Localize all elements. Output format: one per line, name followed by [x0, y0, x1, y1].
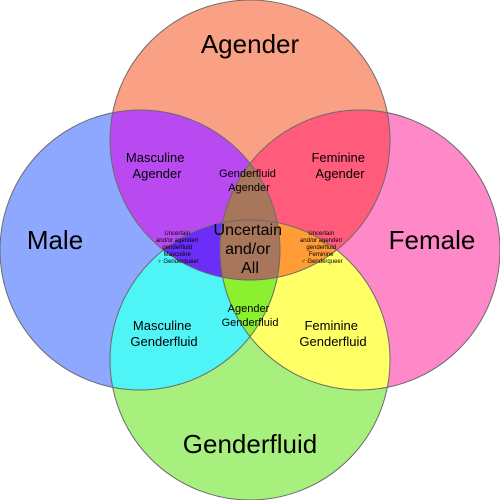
- genderfluid-label: Genderfluid: [183, 429, 317, 459]
- female-label: Female: [389, 225, 476, 255]
- feminine-genderfluid-label: Feminine Genderfluid: [299, 318, 366, 349]
- masculine-genderfluid-label: Masculine Genderfluid: [130, 318, 197, 349]
- masculine-agender-label: Masculine Agender: [126, 150, 188, 181]
- female-outline: [219, 109, 500, 391]
- genderfluid-agender-label: Genderfluid Agender: [219, 168, 279, 194]
- male-label: Male: [27, 225, 83, 255]
- agender-outline: [109, 0, 391, 281]
- agender-label: Agender: [201, 29, 300, 59]
- uncertain-feminine-label: Uncertain and/or agender/ genderfluid Fe…: [300, 231, 344, 265]
- feminine-agender-label: Feminine Agender: [311, 150, 368, 181]
- uncertain-masculine-label: Uncertain and/or agender/ genderfluid Ma…: [156, 231, 200, 265]
- uncertain-all-label: Uncertain and/or All: [214, 222, 287, 277]
- agender-genderfluid-label: Agender Genderfluid: [222, 303, 279, 329]
- genderfluid-outline: [109, 219, 391, 500]
- male-outline: [0, 109, 281, 391]
